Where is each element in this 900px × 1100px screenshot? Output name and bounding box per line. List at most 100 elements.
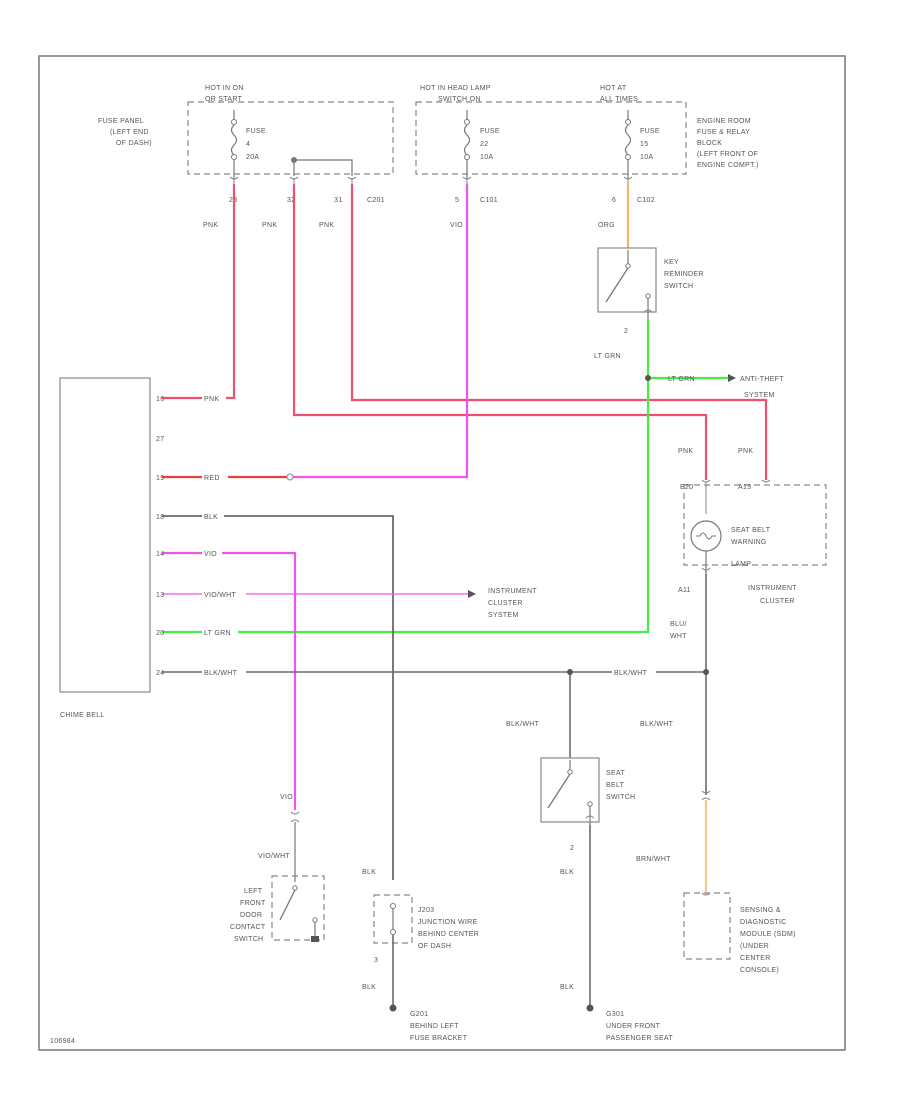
door-switch-box	[271, 875, 325, 941]
cluster-system-label-3: SYSTEM	[488, 612, 519, 619]
key-reminder-label-1: KEY	[664, 259, 679, 266]
hot-headlamp-label-1: HOT IN HEAD LAMP	[420, 85, 491, 92]
sdm-label-5: CENTER	[740, 955, 771, 962]
engine-block-name-4: (LEFT FRONT OF	[697, 151, 758, 158]
fuse-4-amps: 20A	[246, 154, 259, 161]
wire-label-brn-wht: BRN/WHT	[636, 856, 671, 863]
wire-label-blk-wht-right: BLK/WHT	[614, 670, 648, 677]
sdm: SENSING & DIAGNOSTIC MODULE (SDM) (UNDER…	[683, 892, 795, 974]
pin-31: 31	[334, 197, 342, 204]
engine-block-name-3: BLOCK	[697, 140, 722, 147]
fuse-4-number: 4	[246, 141, 250, 148]
g201-label-1: G201	[410, 1011, 428, 1018]
wire-blk-wht	[162, 574, 707, 795]
key-switch-blade	[605, 267, 629, 303]
wire-label-lt-grn-key: LT GRN	[594, 353, 621, 360]
j203-label-4: OF DASH	[418, 943, 451, 950]
anti-theft-label-1: ANTI-THEFT	[740, 376, 784, 383]
pin-3-j203: 3	[374, 957, 378, 964]
j203-pin-top	[390, 903, 396, 909]
hot-all-times-label-1: HOT AT	[600, 85, 627, 92]
diagram-border	[38, 55, 846, 1051]
fuse-panel-name-1: FUSE PANEL	[98, 118, 144, 125]
j203-label-3: BEHIND CENTER	[418, 931, 479, 938]
arrow-anti-theft	[728, 374, 736, 382]
sdm-terminal	[701, 892, 711, 896]
fuse-15-symbol	[624, 124, 632, 156]
g301-label-3: PASSENGER SEAT	[606, 1035, 673, 1042]
wire-label-blk-wht-seat-right: BLK/WHT	[640, 721, 674, 728]
wire-label-pnk-chime: PNK	[204, 396, 219, 403]
key-reminder-switch: KEY REMINDER SWITCH	[597, 247, 704, 320]
door-switch-blade	[279, 889, 296, 921]
terminal-c201-23	[229, 176, 239, 184]
terminal-c102-6	[623, 176, 633, 184]
label-bg-red	[202, 471, 228, 481]
connector-red-vio	[286, 473, 294, 481]
fuse-22-symbol	[463, 124, 471, 156]
connector-c201: C201	[367, 197, 385, 204]
ground-g301-dot	[586, 1004, 594, 1012]
seat-belt-switch: SEAT BELT SWITCH	[540, 757, 635, 825]
j203-label-1: J203	[418, 907, 434, 914]
wire-pnk-fuse-to-cluster	[350, 184, 768, 480]
cluster-pin-a11: A11	[678, 587, 691, 594]
wire-label-red-chime: RED	[204, 475, 220, 482]
seat-belt-switch-label-2: BELT	[606, 782, 625, 789]
seat-belt-switch-label-1: SEAT	[606, 770, 625, 777]
fuse-panel-hot-label-1: HOT IN ON	[205, 85, 244, 92]
fuse-4-bottom-terminal	[231, 154, 237, 160]
cluster-system-label-1: INSTRUMENT	[488, 588, 537, 595]
cluster-pin-e20: E20	[680, 484, 693, 491]
wire-label-pnk-2: PNK	[262, 222, 277, 229]
chime-pin-18: 18	[156, 514, 164, 521]
chime-bell-label: CHIME BELL	[60, 712, 105, 719]
fuse-22-amps: 10A	[480, 154, 493, 161]
door-switch-label-1: LEFT	[244, 888, 263, 895]
label-bg-blk	[202, 510, 224, 520]
seat-belt-switch-label-3: SWITCH	[606, 794, 635, 801]
key-reminder-label-2: REMINDER	[664, 271, 704, 278]
g301-label-2: UNDER FRONT	[606, 1023, 661, 1030]
engine-block-name-5: ENGINE COMPT.)	[697, 162, 759, 169]
fuse-15-label: FUSE	[640, 128, 660, 135]
fuse-15-bottom-terminal	[625, 154, 631, 160]
label-bg-vio	[202, 547, 222, 557]
wire-vio-headlamp	[292, 184, 469, 479]
label-bg-blk-wht-right	[612, 666, 656, 676]
fuse-panel-name-3: OF DASH)	[116, 140, 152, 147]
wire-label-vio-door: VIO	[280, 794, 293, 801]
wire-blk-to-j203	[162, 515, 394, 880]
chime-pin-19: 19	[156, 475, 164, 482]
engine-block-name-1: ENGINE ROOM	[697, 118, 751, 125]
wire-label-pnk-lamp: PNK	[678, 448, 693, 455]
door-switch-label-5: SWITCH	[234, 936, 263, 943]
wire-label-pnk-1: PNK	[203, 222, 218, 229]
wire-pnk-seat-belt-lamp	[292, 184, 768, 480]
cluster-system-label-2: CLUSTER	[488, 600, 523, 607]
door-switch-label-3: DOOR	[240, 912, 262, 919]
chime-bell-box	[59, 377, 151, 693]
door-inline-connector	[290, 811, 300, 823]
arrow-instrument-cluster-system	[468, 590, 476, 598]
hot-headlamp-label-2: SWITCH ON	[438, 96, 481, 103]
terminal-c101-5	[462, 176, 472, 184]
label-bg-vio-wht	[202, 588, 246, 598]
sdm-label-2: DIAGNOSTIC	[740, 919, 787, 926]
door-switch-contact-b	[312, 917, 318, 923]
chime-pin-16: 16	[156, 396, 164, 403]
wire-blk-chime	[162, 515, 394, 880]
engine-block-name-2: FUSE & RELAY	[697, 129, 750, 136]
wire-label-org: ORG	[598, 222, 615, 229]
lamp-label-2: WARNING	[731, 539, 767, 546]
key-reminder-label-3: SWITCH	[664, 283, 693, 290]
key-switch-terminal	[643, 309, 653, 313]
chime-pin-14: 14	[156, 551, 164, 558]
fuse-panel-hot-label-2: OR START	[205, 96, 243, 103]
label-bg-pnk	[202, 392, 226, 402]
wire-label-blu-wht-1: BLU/	[670, 621, 687, 628]
wire-label-vio-chime: VIO	[204, 551, 217, 558]
wire-label-blk-wht-chime: BLK/WHT	[204, 670, 238, 677]
ground-g201: G201 BEHIND LEFT FUSE BRACKET	[389, 1004, 467, 1042]
